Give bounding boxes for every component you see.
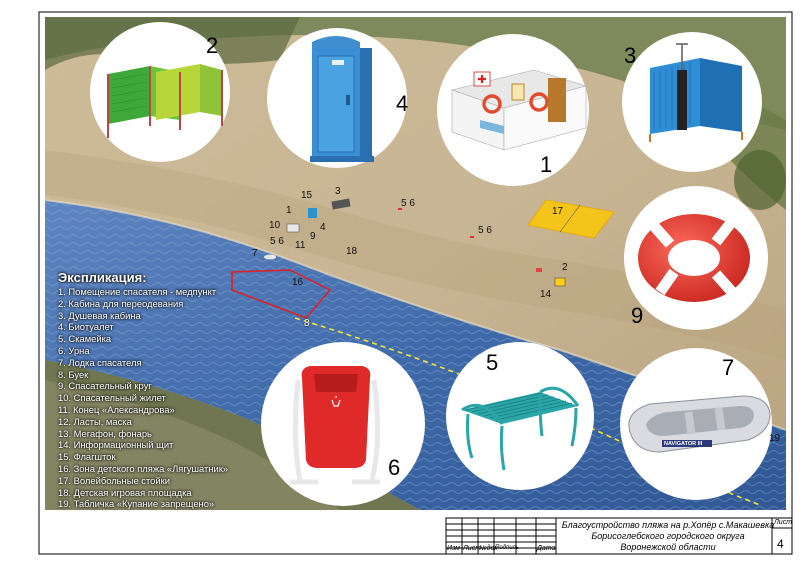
title-block: [445, 517, 793, 555]
shower-cabin-illustration: [649, 43, 743, 142]
lifebuoy-illustration: [638, 214, 750, 302]
legend-item: 19. Табличка «Купание запрещено»: [58, 498, 215, 510]
circle-biotoilet: [267, 28, 407, 168]
map-label-8: 8: [304, 318, 310, 329]
map-label-16: 16: [292, 277, 304, 288]
legend-item: 11. Конец «Александрова»: [58, 403, 175, 415]
map-label-3: 3: [335, 186, 341, 197]
beach-objects: [264, 198, 615, 287]
legend-item: 7. Лодка спасателя: [58, 356, 142, 368]
map-label-5-6-b: 5 6: [401, 198, 415, 209]
trash-bin-illustration: [290, 366, 381, 485]
changing-cabin-illustration: [107, 64, 223, 138]
biotoilet-illustration: [310, 36, 374, 162]
legend-item: 15. Флагшток: [58, 451, 116, 463]
inflatable-boat-illustration: [628, 395, 771, 453]
map-label-19: 19: [769, 433, 781, 444]
circle-lifeguard-room: [437, 34, 589, 186]
circle-boat: [620, 348, 772, 500]
circle-changing-cabin: [90, 22, 230, 162]
stamp-header-podpis: Подпись: [495, 545, 519, 551]
legend-title: Экспликация:: [58, 270, 147, 285]
legend-item: 8. Буек: [58, 368, 89, 380]
project-title-line-3: Воронежской области: [620, 542, 716, 552]
legend-item: 9. Спасательный круг: [58, 380, 152, 392]
sheet-number: 4: [777, 537, 784, 551]
map-label-17: 17: [552, 206, 564, 217]
map-label-9: 9: [310, 231, 316, 242]
legend-item: 1. Помещение спасателя - медпункт: [58, 286, 217, 297]
legend-item: 5. Скамейка: [58, 333, 112, 345]
circle-number-2: 2: [206, 33, 219, 58]
legend-item: 3. Душевая кабина: [58, 309, 141, 321]
circle-number-9: 9: [631, 303, 644, 328]
legend-item: 18. Детская игровая площадка: [58, 486, 192, 498]
legend-item: 16. Зона детского пляжа «Лягушатник»: [58, 462, 229, 474]
circle-number-7: 7: [722, 355, 735, 380]
sheet-label: Лист: [774, 519, 793, 526]
legend-item: 17. Волейбольные стойки: [58, 474, 170, 486]
circle-number-1: 1: [540, 152, 553, 177]
legend-item: 14. Информационный щит: [58, 439, 174, 451]
boat-brand-label: NAVIGATOR III: [664, 441, 703, 447]
legend-item: 13. Мегафон, фонарь: [58, 427, 152, 439]
circle-number-3: 3: [624, 43, 637, 68]
stamp-header-ndok: №док: [479, 545, 498, 552]
bench-illustration: [461, 386, 580, 471]
map-label-2: 2: [562, 262, 568, 273]
circle-trash-bin: [261, 342, 425, 506]
stamp-header-list: Лист: [463, 545, 482, 552]
project-title-line-2: Борисоглебского городского округа: [591, 531, 745, 541]
circle-number-4: 4: [396, 91, 409, 116]
circle-bench: [446, 342, 594, 490]
map-label-11: 11: [295, 240, 306, 251]
legend-item: 10. Спасательный жилет: [58, 392, 166, 404]
project-title: Благоустройство пляжа на р.Хопёр с.Макаш…: [560, 520, 776, 553]
map-label-15: 15: [301, 190, 313, 201]
map-label-10: 10: [269, 220, 281, 231]
circle-number-5: 5: [486, 350, 499, 375]
legend: Экспликация: 1. Помещение спасателя - ме…: [58, 270, 318, 510]
project-title-line-1: Благоустройство пляжа на р.Хопёр с.Макаш…: [561, 520, 775, 530]
map-label-18: 18: [346, 246, 358, 257]
circle-shower: [622, 32, 762, 172]
legend-item: 6. Урна: [58, 344, 90, 356]
map-label-5-6-c: 5 6: [478, 225, 492, 236]
stamp-header-izm: Изм: [447, 545, 460, 552]
map-label-14: 14: [540, 289, 552, 300]
circle-number-6: 6: [388, 455, 401, 480]
map-label-1: 1: [286, 205, 292, 216]
map-label-5-6-a: 5 6: [270, 236, 284, 247]
legend-item: 2. Кабина для переодевания: [58, 297, 184, 309]
legend-item: 12. Ласты, маска: [58, 415, 132, 427]
stamp-header-data: Дата: [537, 545, 556, 552]
map-label-7: 7: [252, 248, 258, 259]
circle-lifebuoy: [624, 186, 768, 330]
map-label-4: 4: [320, 222, 326, 233]
legend-item: 4. Биотуалет: [58, 321, 114, 333]
medpoint-container-illustration: [450, 69, 588, 151]
